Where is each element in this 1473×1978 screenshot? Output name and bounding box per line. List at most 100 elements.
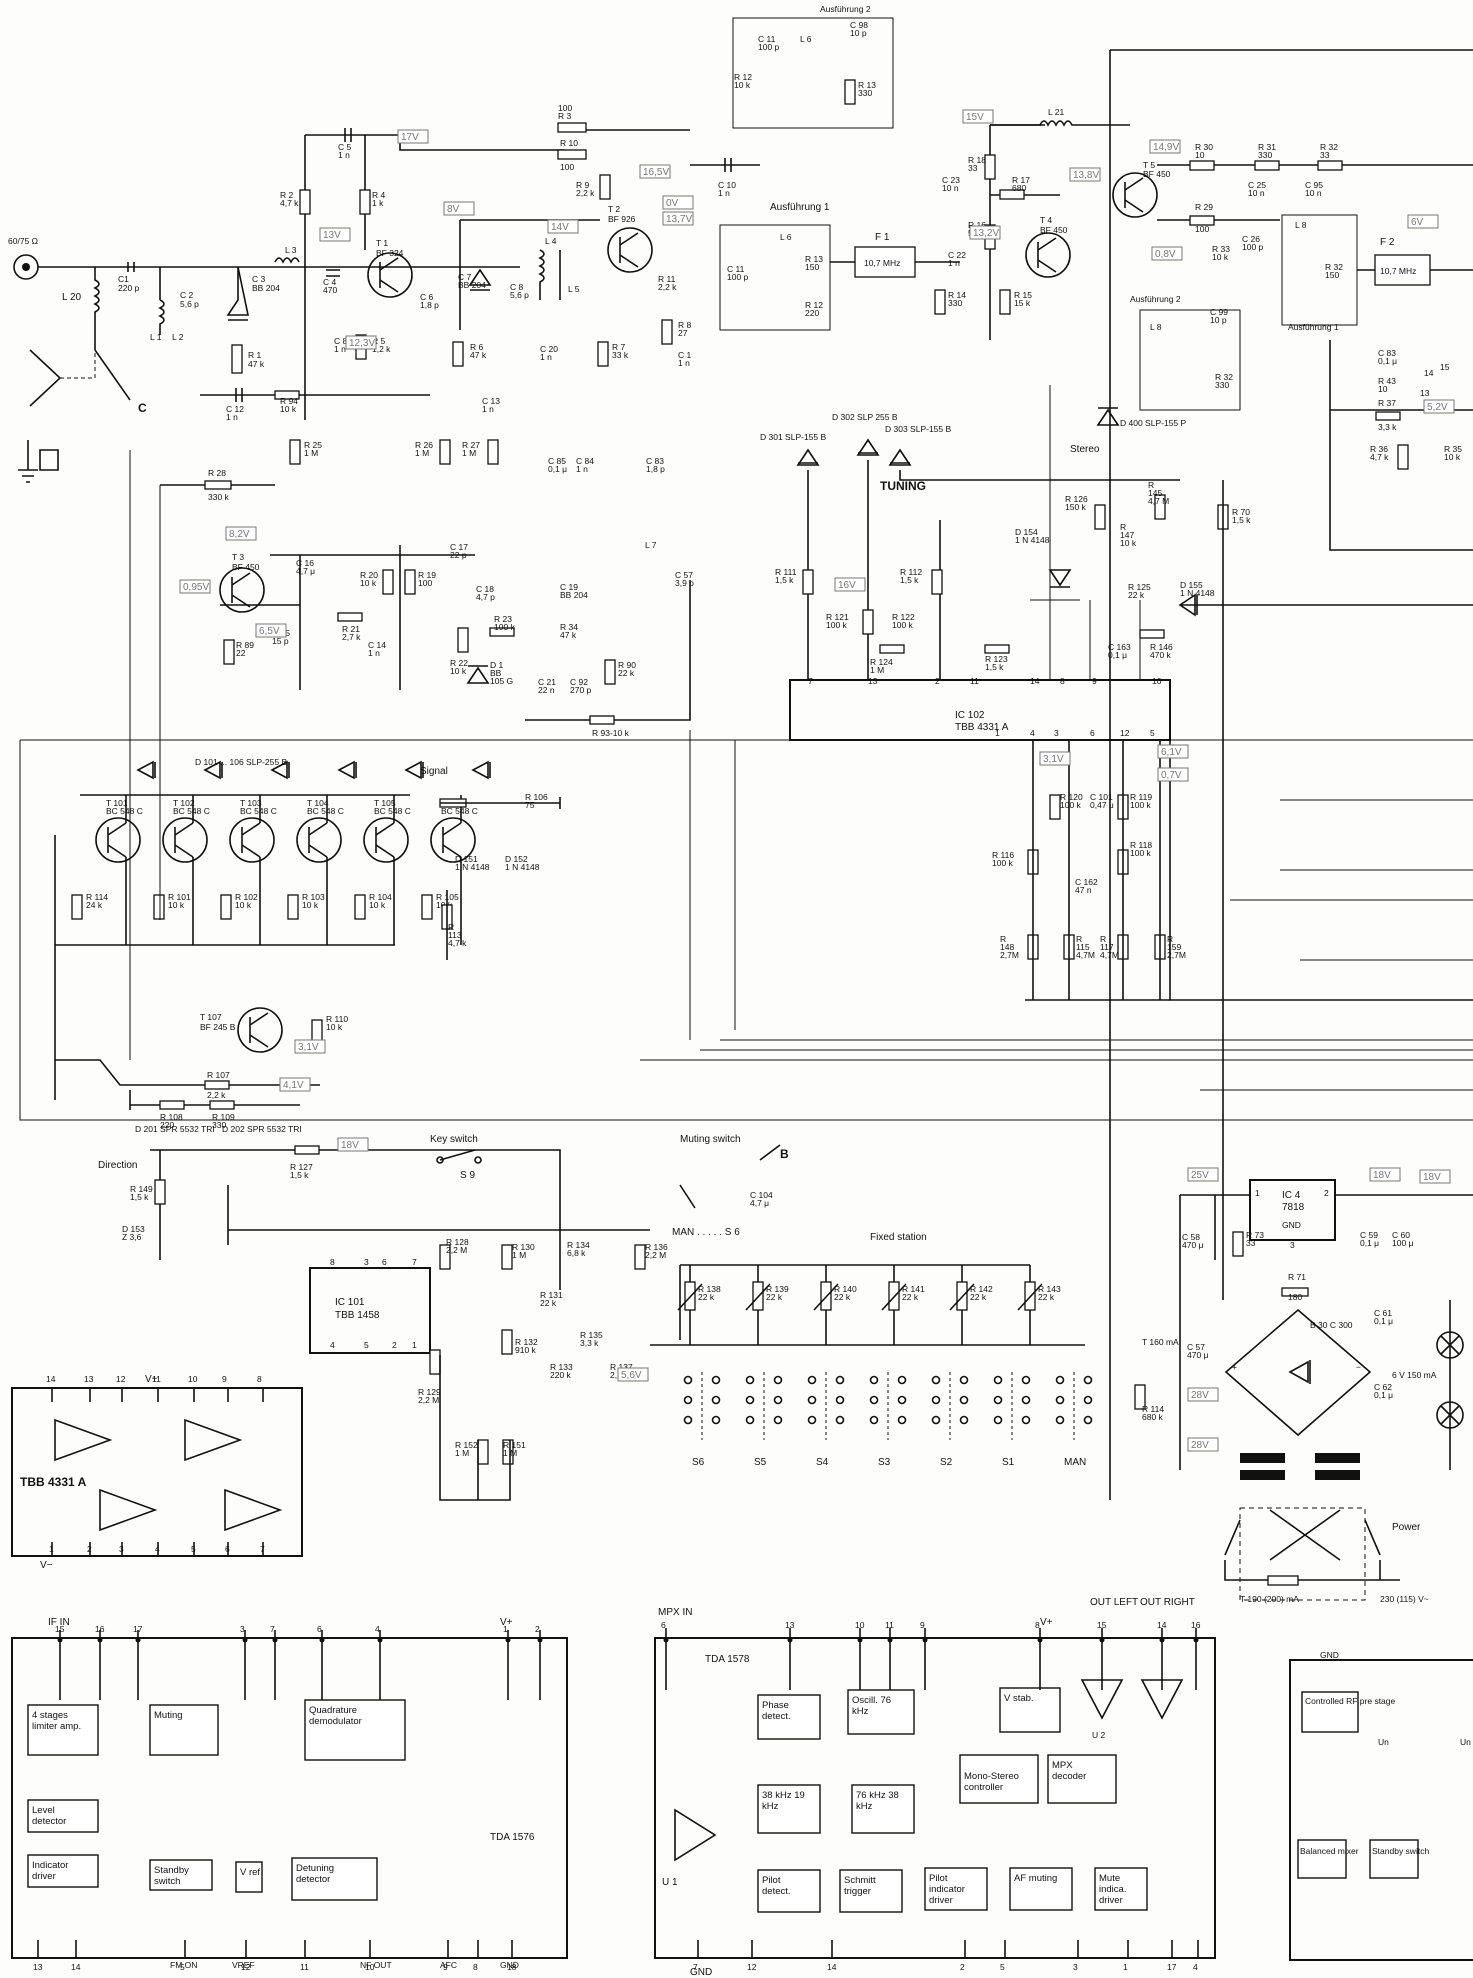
svg-text:R 30: R 30 <box>1195 142 1213 152</box>
svg-text:R 102: R 102 <box>235 892 258 902</box>
svg-text:6,8 k: 6,8 k <box>567 1248 586 1258</box>
svg-text:kHz: kHz <box>856 1801 873 1812</box>
block-2 <box>999 1687 1061 1733</box>
svg-text:1,5 k: 1,5 k <box>1232 515 1251 525</box>
svg-text:AF muting: AF muting <box>1014 1873 1057 1884</box>
svg-text:1 n: 1 n <box>334 344 346 354</box>
svg-text:TBB 4331 A: TBB 4331 A <box>955 722 1009 733</box>
svg-text:C1: C1 <box>118 274 129 284</box>
svg-text:C 4: C 4 <box>323 277 337 287</box>
rf-front-end: 60/75 Ω L 20 C C1 220 p L 1 L 2 C 2 5,6 … <box>8 103 760 502</box>
svg-text:L 21: L 21 <box>1048 107 1065 117</box>
svg-text:R 71: R 71 <box>1288 1272 1306 1282</box>
svg-text:1: 1 <box>1123 1962 1128 1972</box>
svg-text:145: 145 <box>1148 488 1162 498</box>
svg-text:TBB 4331 A: TBB 4331 A <box>20 1475 87 1489</box>
ic-4 <box>1249 1179 1336 1241</box>
svg-text:13: 13 <box>868 676 878 686</box>
tda1578-block: MPX IN V+ OUT LEFT OUT RIGHT TDA 1578 U … <box>654 1597 1216 1978</box>
svg-text:6: 6 <box>317 1624 322 1634</box>
svg-text:16V: 16V <box>838 580 856 591</box>
svg-text:1: 1 <box>1255 1188 1260 1198</box>
svg-text:D 201 SPR 5532 TRI: D 201 SPR 5532 TRI <box>135 1124 215 1134</box>
svg-text:8V: 8V <box>447 204 460 215</box>
svg-text:C 13: C 13 <box>482 396 500 406</box>
svg-text:5,2V: 5,2V <box>1427 402 1448 413</box>
svg-text:R 139: R 139 <box>766 1284 789 1294</box>
svg-text:L 8: L 8 <box>1150 322 1162 332</box>
svg-text:T 190 (200) mA: T 190 (200) mA <box>1240 1594 1299 1604</box>
transistor-ref: T 105 <box>374 798 396 808</box>
svg-text:13: 13 <box>33 1962 43 1972</box>
svg-text:28V: 28V <box>1191 1440 1209 1451</box>
svg-text:0,1 μ: 0,1 μ <box>1378 356 1397 366</box>
svg-text:220: 220 <box>160 1120 174 1130</box>
svg-text:IF IN: IF IN <box>48 1617 70 1628</box>
svg-text:75: 75 <box>525 800 535 810</box>
svg-text:Standby switch: Standby switch <box>1372 1846 1429 1856</box>
block-5 <box>149 1859 213 1891</box>
svg-text:C 11: C 11 <box>758 34 776 44</box>
svg-text:7: 7 <box>808 676 813 686</box>
svg-text:4: 4 <box>330 1340 335 1350</box>
svg-text:R 10: R 10 <box>560 138 578 148</box>
svg-text:R: R <box>1120 522 1126 532</box>
svg-text:100 k: 100 k <box>826 620 848 630</box>
svg-text:F 1: F 1 <box>875 232 890 243</box>
svg-text:14V: 14V <box>551 222 569 233</box>
svg-text:R 130: R 130 <box>512 1242 535 1252</box>
svg-text:1,5 k: 1,5 k <box>900 575 919 585</box>
svg-text:R 134: R 134 <box>567 1240 590 1250</box>
svg-text:R 123: R 123 <box>985 654 1008 664</box>
svg-text:R 15: R 15 <box>1014 290 1032 300</box>
svg-text:5: 5 <box>191 1544 196 1554</box>
transistor-ref: T 103 <box>240 798 262 808</box>
svg-text:R 108: R 108 <box>160 1112 183 1122</box>
svg-text:detect.: detect. <box>762 1711 791 1722</box>
svg-text:16: 16 <box>1191 1620 1201 1630</box>
svg-text:150: 150 <box>805 262 819 272</box>
svg-text:1 n: 1 n <box>678 358 690 368</box>
svg-text:910 k: 910 k <box>515 1345 537 1355</box>
transistor-t4-icon <box>1025 232 1071 278</box>
svg-text:12: 12 <box>1120 728 1130 738</box>
svg-text:R 137: R 137 <box>610 1362 633 1372</box>
svg-text:GND: GND <box>1320 1650 1339 1660</box>
svg-text:indicator: indicator <box>929 1884 965 1895</box>
svg-text:33: 33 <box>1320 150 1330 160</box>
svg-text:decoder: decoder <box>1052 1771 1086 1782</box>
svg-text:1 n: 1 n <box>338 150 350 160</box>
svg-text:2: 2 <box>87 1544 92 1554</box>
svg-text:D 101 ... 106 SLP-255 B: D 101 ... 106 SLP-255 B <box>195 757 287 767</box>
svg-text:GND: GND <box>500 1960 519 1970</box>
svg-text:Balanced mixer: Balanced mixer <box>1300 1846 1359 1856</box>
svg-text:1: 1 <box>412 1340 417 1350</box>
svg-text:148: 148 <box>1000 942 1014 952</box>
svg-text:R 29: R 29 <box>1195 202 1213 212</box>
svg-text:22 k: 22 k <box>1128 590 1145 600</box>
svg-text:R 122: R 122 <box>892 612 915 622</box>
transistor-type: BC 548 C <box>374 806 411 816</box>
svg-text:BF 450: BF 450 <box>1040 225 1068 235</box>
block-6 <box>235 1861 263 1893</box>
svg-text:14: 14 <box>1424 368 1434 378</box>
svg-text:3,3 k: 3,3 k <box>580 1338 599 1348</box>
svg-text:10: 10 <box>365 1962 375 1972</box>
svg-text:NF OUT: NF OUT <box>360 1960 392 1970</box>
svg-text:11: 11 <box>970 676 979 686</box>
svg-text:15V: 15V <box>966 112 984 123</box>
svg-text:C 83: C 83 <box>1378 348 1396 358</box>
svg-text:BF 245 B: BF 245 B <box>200 1022 236 1032</box>
svg-text:22 k: 22 k <box>1038 1292 1055 1302</box>
svg-text:R 22: R 22 <box>450 658 468 668</box>
svg-text:12,3V: 12,3V <box>349 338 375 349</box>
svg-text:D 151: D 151 <box>455 854 478 864</box>
svg-text:Controlled RF pre stage: Controlled RF pre stage <box>1305 1696 1396 1706</box>
svg-text:1 M: 1 M <box>462 448 476 458</box>
transistor-ref: T 101 <box>106 798 128 808</box>
svg-text:D 154: D 154 <box>1015 527 1038 537</box>
svg-text:Phase: Phase <box>762 1700 789 1711</box>
svg-text:C 3: C 3 <box>252 274 266 284</box>
svg-text:1 N 4148: 1 N 4148 <box>1015 535 1050 545</box>
